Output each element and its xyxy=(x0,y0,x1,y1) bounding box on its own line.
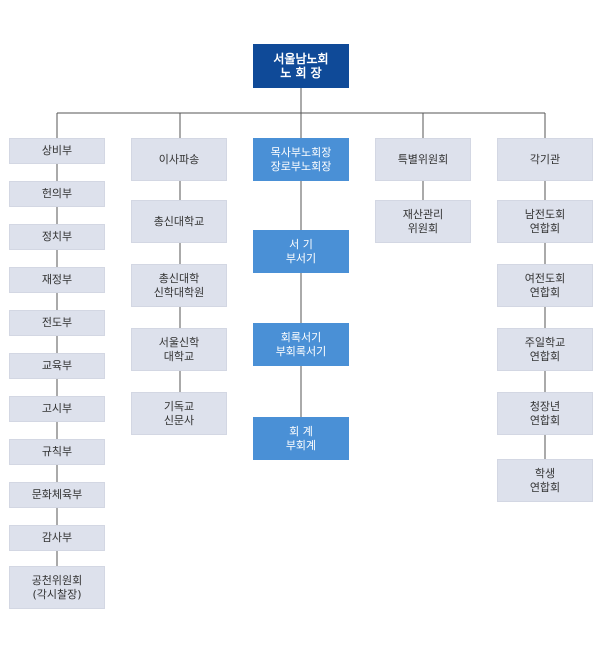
dept-standing: 상비부 xyxy=(9,138,105,164)
dispatch-directors: 이사파송 xyxy=(131,138,227,181)
sunday-school-union: 주일학교 연합회 xyxy=(497,328,593,371)
top-box-president: 서울남노회 노 회 장 xyxy=(253,44,349,88)
womens-mission-union: 여전도회 연합회 xyxy=(497,264,593,307)
dept-finance: 재정부 xyxy=(9,267,105,293)
dept-petition: 헌의부 xyxy=(9,181,105,207)
young-adults-union: 청장년 연합회 xyxy=(497,392,593,435)
seoul-theological-university: 서울신학 대학교 xyxy=(131,328,227,371)
christian-newspaper: 기독교 신문사 xyxy=(131,392,227,435)
dept-exam: 고시부 xyxy=(9,396,105,422)
special-committee: 특별위원회 xyxy=(375,138,471,181)
chongshin-seminary: 총신대학 신학대학원 xyxy=(131,264,227,307)
dept-rules: 규칙부 xyxy=(9,439,105,465)
dept-culture-sports: 문화체육부 xyxy=(9,482,105,508)
organizations: 각기관 xyxy=(497,138,593,181)
property-committee: 재산관리 위원회 xyxy=(375,200,471,243)
dept-nomination-committee: 공천위원회 (각시찰장) xyxy=(9,566,105,609)
recording-clerk: 회록서기 부회록서기 xyxy=(253,323,349,366)
mens-mission-union: 남전도회 연합회 xyxy=(497,200,593,243)
vice-presidents: 목사부노회장 장로부노회장 xyxy=(253,138,349,181)
students-union: 학생 연합회 xyxy=(497,459,593,502)
clerk: 서 기 부서기 xyxy=(253,230,349,273)
treasurer: 회 계 부회계 xyxy=(253,417,349,460)
dept-politics: 정치부 xyxy=(9,224,105,250)
dept-audit: 감사부 xyxy=(9,525,105,551)
dept-evangelism: 전도부 xyxy=(9,310,105,336)
chongshin-university: 총신대학교 xyxy=(131,200,227,243)
dept-education: 교육부 xyxy=(9,353,105,379)
